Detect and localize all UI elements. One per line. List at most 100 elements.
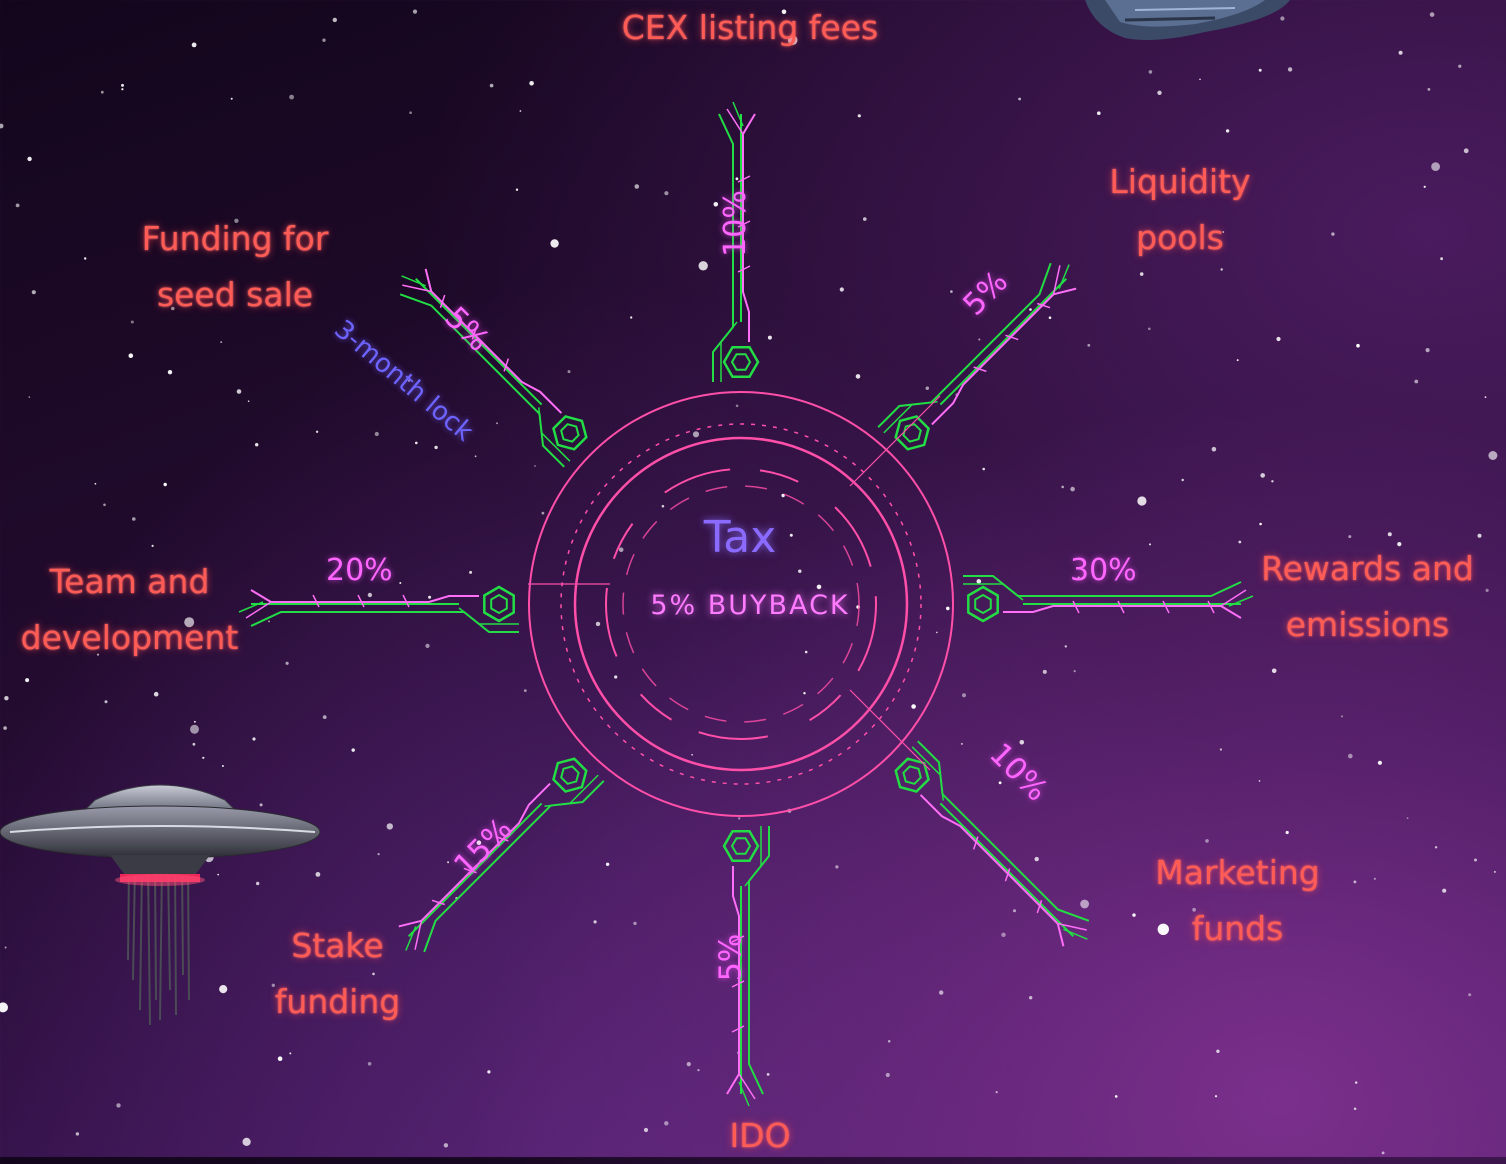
star [1348,535,1352,539]
hex-node-icon [722,830,760,862]
star [661,504,665,508]
percent-rewards: 30% [1070,553,1137,588]
star [1222,231,1225,233]
star [618,547,624,552]
star [103,503,106,507]
star [202,756,205,759]
star [191,42,197,48]
inner-dashed-ring [605,468,877,740]
hex-node-icon [894,415,930,451]
star [163,482,167,487]
star [541,511,545,515]
star [1258,780,1261,782]
star [1148,327,1151,331]
star [121,88,124,91]
star [998,781,1002,785]
label-cex: CEX listing fees [621,8,879,47]
star [121,83,124,87]
star [377,853,380,856]
connector-team [238,585,519,633]
star [1211,446,1217,452]
star [351,748,355,752]
star [94,482,97,485]
star [217,873,220,876]
star [289,94,294,100]
star [1139,272,1144,276]
star [256,881,260,886]
star [738,817,741,820]
ufo-spaceship [0,784,321,1026]
star [962,693,966,698]
star [1260,473,1265,478]
star [84,257,87,260]
star [259,803,263,807]
star [1001,932,1006,937]
star [31,290,36,295]
star [1061,485,1064,489]
branch-connectors [238,101,1254,1107]
star [735,177,739,181]
star [1149,543,1151,546]
star [412,9,418,14]
star [1442,888,1447,893]
star [247,400,250,403]
percent-cex: 10% [717,190,753,257]
star [332,17,337,23]
star [1192,907,1196,912]
star [474,455,477,458]
center-subtitle: 5% BUYBACK [650,590,850,621]
star [781,493,785,498]
star [1427,88,1431,91]
star [1474,858,1477,862]
star [789,533,793,537]
hex-node-icon [552,757,588,793]
star [409,111,412,114]
star [857,114,861,118]
star [4,696,9,701]
star [1425,348,1430,353]
star [4,946,7,949]
star [315,872,321,877]
star [1377,760,1382,765]
star [192,742,196,746]
center-title: Tax [703,512,777,563]
star [1034,856,1039,862]
star [1355,1081,1358,1084]
connector-stake [398,757,605,953]
star [1387,532,1392,537]
star [1064,645,1068,648]
star [277,1056,283,1061]
star [1048,316,1052,320]
star [605,862,610,866]
star [887,1040,891,1043]
star [1493,870,1496,873]
star [995,1091,998,1094]
star [643,1127,649,1133]
star [978,338,981,341]
star [434,445,438,450]
star [28,396,31,398]
star [1042,669,1047,674]
connector-rewards [963,575,1254,623]
star [268,620,270,623]
spaceship-corner [1085,0,1290,40]
star [698,261,708,271]
star [633,921,637,926]
star [0,123,4,129]
star [1070,486,1075,492]
star [936,631,938,634]
star [982,467,985,471]
star [104,700,108,704]
star [1356,343,1360,348]
star [1397,542,1402,547]
star [1029,996,1033,1000]
star [1018,97,1021,101]
star [781,9,787,15]
star [116,1103,121,1108]
star [230,97,233,100]
star [0,1002,8,1013]
